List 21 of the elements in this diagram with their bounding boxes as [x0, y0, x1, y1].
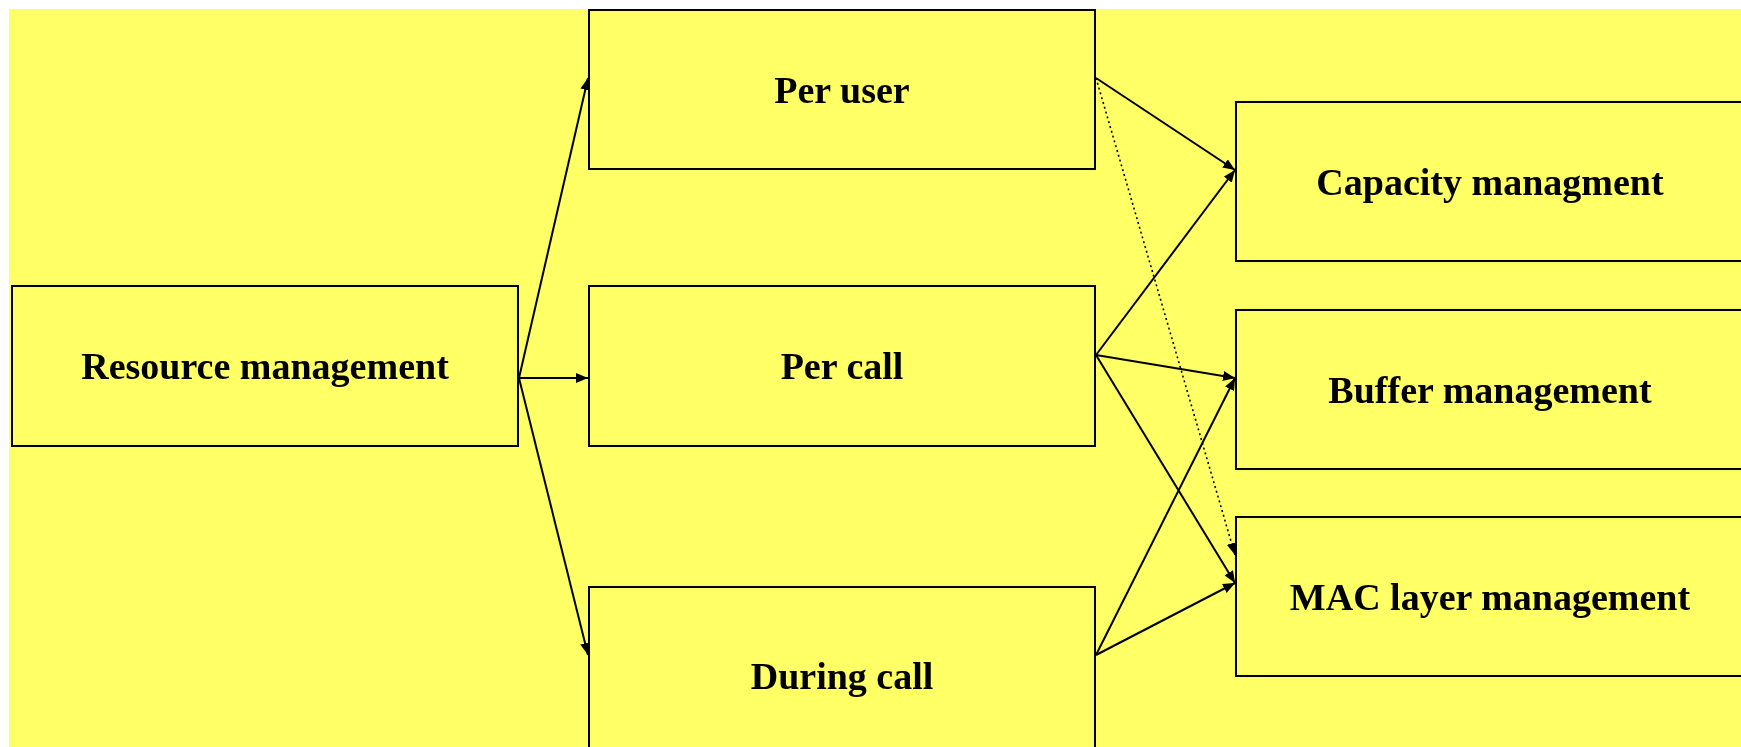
box-label: MAC layer management [1289, 574, 1691, 619]
box-label: Capacity managment [1316, 159, 1664, 204]
box-label: Buffer management [1328, 367, 1652, 412]
process-box [588, 9, 1096, 170]
box-label: Per call [780, 344, 904, 388]
process-box [588, 586, 1096, 747]
arrow [1095, 354, 1236, 382]
process-box [588, 285, 1096, 447]
process-box [1235, 101, 1741, 262]
process-box [1235, 516, 1741, 677]
arrow [1095, 582, 1236, 656]
arrow [1095, 169, 1236, 356]
arrow [1095, 77, 1236, 171]
box-label: Resource management [81, 344, 449, 388]
box-label: Per user [774, 67, 910, 112]
process-box [11, 285, 519, 447]
box-label: During call [750, 653, 934, 698]
process-box [1235, 309, 1741, 470]
arrow [1095, 377, 1236, 656]
arrow [518, 373, 589, 383]
arrow [1095, 354, 1236, 584]
